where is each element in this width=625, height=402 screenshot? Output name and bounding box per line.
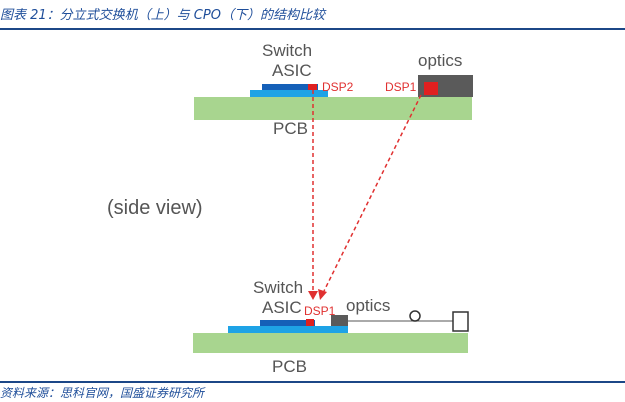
bottom-asic [260, 320, 315, 326]
top-dsp1-label: DSP1 [385, 80, 417, 94]
top-switch-label-2: ASIC [272, 61, 312, 80]
top-pcb [194, 97, 472, 120]
top-dsp1 [424, 82, 438, 95]
top-pcb-label: PCB [273, 119, 308, 138]
dsp1-arrow [323, 94, 422, 292]
top-substrate [250, 90, 328, 97]
top-asic [262, 84, 318, 90]
bottom-pcb [193, 333, 468, 353]
bottom-switch-label-1: Switch [253, 278, 303, 297]
bottom-dsp1-label: DSP1 [304, 304, 336, 318]
bottom-pcb-label: PCB [272, 357, 307, 376]
source-note: 资料来源：思科官网，国盛证券研究所 [0, 386, 205, 400]
fiber-loop-icon [409, 310, 421, 322]
figure-title: 图表 21：分立式交换机（上）与 CPO（下）的结构比较 [0, 8, 325, 23]
bottom-switch-label-2: ASIC [262, 298, 302, 317]
dsp1-arrowhead [318, 289, 327, 300]
top-optics-label: optics [418, 51, 462, 70]
title-divider [0, 28, 625, 30]
source-divider [0, 381, 625, 383]
top-dsp2 [308, 84, 317, 90]
dsp2-arrowhead [308, 291, 318, 300]
bottom-optics-label: optics [346, 296, 390, 315]
top-dsp2-label: DSP2 [322, 80, 354, 94]
top-switch-label-1: Switch [262, 41, 312, 60]
fiber-connector-icon [452, 311, 469, 332]
bottom-optics-module [331, 315, 348, 326]
bottom-dsp1 [306, 319, 314, 326]
bottom-substrate [228, 326, 348, 333]
side-view-label: (side view) [107, 197, 203, 219]
